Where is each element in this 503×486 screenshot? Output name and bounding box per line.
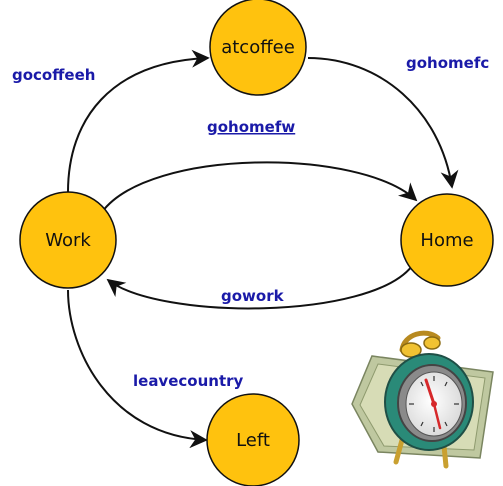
node-work[interactable]: Work	[19, 191, 117, 289]
node-left-label: Left	[236, 430, 270, 451]
edge-gohomefw	[101, 161, 418, 213]
node-left-circle	[206, 393, 300, 486]
node-atcoffee-label: atcoffee	[221, 37, 295, 58]
edge-label-gohomefw: gohomefw	[207, 118, 295, 136]
edge-label-gocoffeeh: gocoffeeh	[12, 66, 95, 84]
node-work-label: Work	[45, 230, 91, 251]
edge-gohomefc	[307, 57, 459, 189]
node-atcoffee[interactable]: atcoffee	[209, 0, 307, 96]
node-home-label: Home	[420, 230, 473, 251]
edge-gocoffeeh	[67, 49, 210, 193]
edge-label-leavecountry: leavecountry	[133, 372, 244, 390]
node-home[interactable]: Home	[400, 193, 494, 287]
edge-leavecountry	[67, 289, 208, 449]
node-left[interactable]: Left	[206, 393, 300, 486]
edge-label-gowork: gowork	[221, 287, 285, 305]
node-home-circle	[400, 193, 494, 287]
alarm-clock-icon	[351, 330, 494, 469]
node-atcoffee-circle	[209, 0, 307, 96]
edge-label-gohomefc: gohomefc	[406, 54, 489, 72]
edge-gowork	[106, 265, 413, 310]
node-work-circle	[19, 191, 117, 289]
